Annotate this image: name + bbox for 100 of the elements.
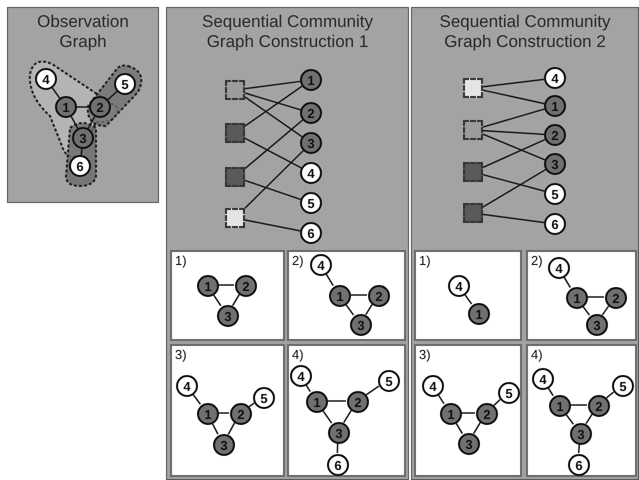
connector-line [244, 219, 300, 232]
node-circle: 3 [458, 433, 480, 455]
connector-line [322, 410, 332, 424]
connector-line [464, 294, 472, 304]
connector-line [606, 391, 614, 399]
node-circle: 1 [549, 395, 571, 417]
connector-line [244, 150, 304, 209]
connector-line [482, 130, 544, 136]
connector-line [563, 276, 571, 288]
connector-line [88, 116, 96, 129]
connector-line [192, 393, 201, 405]
node-circle: 2 [605, 287, 627, 309]
node-circle: 1 [197, 403, 219, 425]
step-label: 4) [292, 347, 304, 362]
node-circle: 3 [570, 423, 592, 445]
step-panel [526, 344, 637, 477]
connector-line [244, 138, 302, 169]
community-square [225, 208, 245, 228]
step-label: 4) [531, 347, 543, 362]
connector-line [482, 169, 546, 208]
connector-line [244, 92, 301, 111]
node-circle: 2 [368, 285, 390, 307]
step-label: 1) [175, 253, 187, 268]
community-square [225, 80, 245, 100]
connector-line [228, 422, 236, 435]
step-label: 1) [419, 253, 431, 268]
community-square [463, 203, 483, 223]
connector-line [570, 404, 587, 406]
connector-line [482, 108, 545, 128]
node-circle: 4 [422, 375, 444, 397]
connector-line [52, 88, 60, 98]
step-label: 2) [292, 253, 304, 268]
node-circle: 5 [498, 382, 520, 404]
node-circle: 4 [532, 368, 554, 390]
connector-line [578, 444, 580, 454]
node-circle: 5 [544, 183, 566, 205]
node-circle: 2 [230, 403, 252, 425]
connector-line [437, 394, 445, 404]
connector-line [244, 80, 300, 90]
connector-line [248, 402, 254, 408]
connector-line [343, 410, 352, 424]
connector-line [585, 414, 593, 424]
connector-line [482, 214, 544, 224]
panel-background [411, 7, 639, 480]
connector-line [244, 96, 302, 138]
connector-line [77, 106, 89, 108]
node-circle: 2 [476, 403, 498, 425]
connector-line [482, 133, 546, 160]
node-circle: 1 [566, 287, 588, 309]
node-circle: 5 [612, 375, 634, 397]
community-square [225, 167, 245, 187]
connector-line [365, 304, 373, 316]
node-circle: 1 [544, 95, 566, 117]
step-label: 3) [419, 347, 431, 362]
node-circle: 1 [197, 275, 219, 297]
connector-line [305, 384, 311, 392]
step-panel [526, 250, 637, 341]
node-circle: 3 [217, 305, 239, 327]
node-circle: 2 [300, 102, 322, 124]
connector-line [582, 305, 590, 316]
step-panel [287, 250, 406, 341]
connector-line [602, 306, 610, 316]
node-circle: 3 [586, 314, 608, 336]
node-circle: 3 [328, 422, 350, 444]
node-circle: 6 [327, 454, 349, 476]
connector-line [218, 284, 234, 286]
connector-line [547, 386, 554, 396]
connector-line [336, 442, 338, 454]
connector-line [327, 400, 346, 402]
connector-line [244, 86, 302, 127]
panel-background [7, 7, 159, 203]
panel-title: Observation Graph [36, 12, 130, 52]
connector-line [108, 90, 118, 100]
connector-line [473, 422, 481, 434]
connector-line [212, 294, 222, 306]
node-circle: 4 [448, 275, 470, 297]
node-circle: 3 [350, 314, 372, 336]
connector-line [493, 399, 501, 406]
node-circle: 3 [544, 153, 566, 175]
node-circle: 2 [544, 124, 566, 146]
step-panel [414, 344, 522, 477]
connector-line [482, 174, 545, 192]
panel-title: Sequential Community Graph Construction 2 [438, 12, 612, 52]
node-circle: 1 [329, 285, 351, 307]
step-label: 2) [531, 253, 543, 268]
connector-line [461, 412, 475, 414]
connector-line [244, 180, 301, 200]
connector-line [325, 272, 334, 286]
community-square [225, 123, 245, 143]
node-circle: 4 [544, 67, 566, 89]
community-square [463, 78, 483, 98]
step-panel [170, 344, 285, 477]
node-circle: 1 [468, 303, 490, 325]
node-circle: 5 [300, 192, 322, 214]
step-panel [414, 250, 522, 341]
node-circle: 3 [213, 434, 235, 456]
connector-line [565, 413, 574, 425]
connector-line [344, 303, 354, 316]
node-circle: 2 [235, 275, 257, 297]
connector-line [211, 422, 219, 435]
